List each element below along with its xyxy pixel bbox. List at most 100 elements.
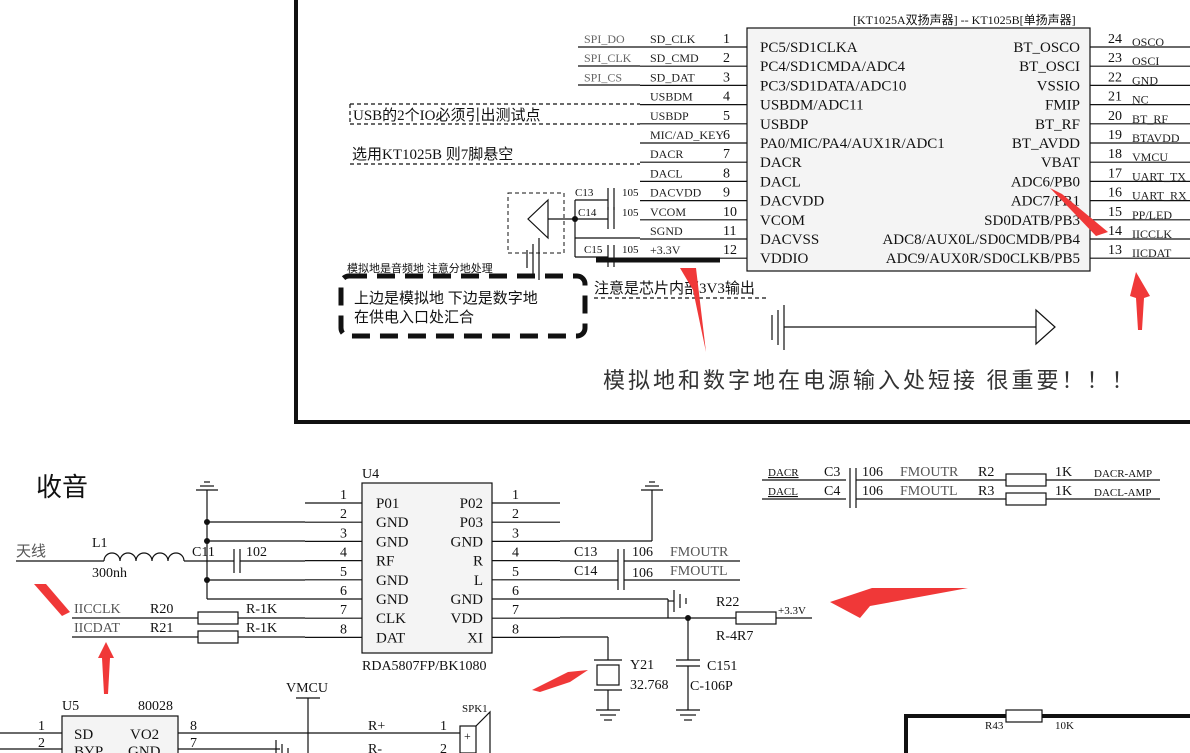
pin7-note: 选用KT1025B 则7脚悬空 [352,146,513,163]
kt-right-pin-num: 24 [1108,32,1122,47]
kt-left-pin-label: DACL [760,174,801,190]
kt-right-pin-label: BT_RF [1035,117,1080,133]
kt-left-pin-num: 3 [723,70,730,85]
kt-right-pin-num: 13 [1108,243,1122,258]
u4-right-pin-num: 8 [512,622,519,637]
u4-left-pin-label: GND [376,534,409,550]
kt-right-pin-net: BTAVDD [1132,131,1180,145]
kt-left-pin-net: DACVDD [650,186,702,200]
rminus-label: R- [368,742,382,753]
internal-3v3-note: 注意是芯片内部3V3输出 [594,279,755,297]
vmcu-label: VMCU [286,681,328,696]
kt-right-pin-label: BT_OSCI [1019,59,1080,75]
iicclk-label: IICCLK [74,602,121,617]
u4-right-pin-num: 2 [512,507,519,522]
kt-right-pin-label: ADC8/AUX0L/SD0CMDB/PB4 [882,232,1080,248]
u4-left-pin-num: 4 [340,546,347,561]
kt-right-pin-net: UART_TX [1132,169,1186,183]
u4-left-pin-label: GND [376,573,409,589]
kt-right-pin-num: 17 [1108,166,1122,181]
r20-resistor [197,611,239,625]
r22-resistor [735,611,777,625]
u4-left-pin-num: 2 [340,507,347,522]
kt-right-pin-num: 21 [1108,90,1122,105]
r43-frame [904,714,1190,753]
r21-ref: R21 [150,621,173,636]
kt-right-pin-num: 20 [1108,109,1122,124]
u5-ref: U5 [62,699,79,714]
kt-right-pin-label: SD0DATB/PB3 [984,213,1080,229]
c4-ref: C4 [824,484,840,499]
kt-left-pin-label: USBDM/ADC11 [760,98,864,114]
r2-ref: R2 [978,465,994,480]
kt-left-pin-label: DACR [760,155,802,171]
u4-left-pin-num: 8 [340,622,347,637]
y21-ref: Y21 [630,658,654,673]
l1-value: 300nh [92,566,127,581]
l1-inductor-icon [103,552,185,562]
red-arrow-iicdat-icon [1130,272,1150,330]
kt-left-pin-net: SD_CLK [650,32,696,46]
red-arrow-iicclk-icon [1050,188,1108,236]
r21-resistor [197,630,239,644]
u5-part: 80028 [138,699,173,714]
dacl-amp-net: DACL-AMP [1094,487,1151,499]
dac-fmoutl-label: FMOUTL [900,484,958,499]
u5-pin2-label: BYP [74,744,103,753]
kt-right-pin-net: NC [1132,93,1149,107]
kt-right-pin-net: GND [1132,73,1158,87]
kt-right-pin-num: 23 [1108,51,1122,66]
u4-right-pin-label: XI [467,630,483,646]
c11-ref: C11 [192,545,215,560]
kt-left-pin-net: SD_DAT [650,70,695,84]
analog-ground-icon [527,198,549,240]
r20-value: R-1K [246,602,277,617]
kt-left-pin-label: PC4/SD1CMDA/ADC4 [760,59,906,75]
u4-left-pin-num: 5 [340,565,347,580]
kt-left-pin-num: 5 [723,109,730,124]
kt-left-pin-num: 11 [723,224,736,239]
kt-left-pin-label: DACVSS [760,232,819,248]
kt-right-pin-net: OSCO [1132,35,1164,49]
u5-pin1-label: SD [74,727,93,743]
kt-left-pin-num: 8 [723,166,730,181]
u4-right-pin-label: P03 [460,515,483,531]
ground-link-arrowhead-icon [1035,308,1056,346]
r21-value: R-1K [246,621,277,636]
u5-chip [61,715,179,753]
agnd-dash-box [507,192,565,254]
u5-pin1-num: 1 [38,719,45,734]
dacl-net: DACL [768,486,798,498]
c11-value: 102 [246,545,267,560]
kt-right-pin-label: VBAT [1041,155,1080,171]
c13-label: C13 [575,187,594,199]
gnd-note-box [338,273,588,339]
red-arrow-3v3-icon [680,268,706,352]
y21-value: 32.768 [630,678,669,693]
u4-right-pin-label: VDD [451,611,484,627]
c3-ref: C3 [824,465,840,480]
gnd-note-line1: 上边是模拟地 下边是数字地 [354,290,538,307]
kt-right-pin-label: ADC6/PB0 [1011,174,1080,190]
fmoutl-label: FMOUTL [670,564,728,579]
u4-left-pin-label: GND [376,592,409,608]
c15-label: C15 [584,244,603,256]
rplus-label: R+ [368,719,385,734]
kt-left-pin-num: 2 [723,51,730,66]
c151-value: C-106P [690,679,733,694]
r43-resistor [1005,709,1043,723]
c13-value: 105 [622,187,639,199]
u4-left-pin-label: P01 [376,496,399,512]
fm-c14-value: 106 [632,566,653,581]
u4-part: RDA5807FP/BK1080 [362,659,486,674]
speaker-plus-icon: + [464,729,471,743]
u4-right-pin-label: R [473,554,483,570]
kt-left-pin-label: VDDIO [760,251,808,267]
u4-left-pin-num: 6 [340,584,347,599]
c3-value: 106 [862,465,883,480]
kt-right-pin-num: 22 [1108,70,1122,85]
kt-right-pin-label: BT_OSCO [1013,40,1080,56]
